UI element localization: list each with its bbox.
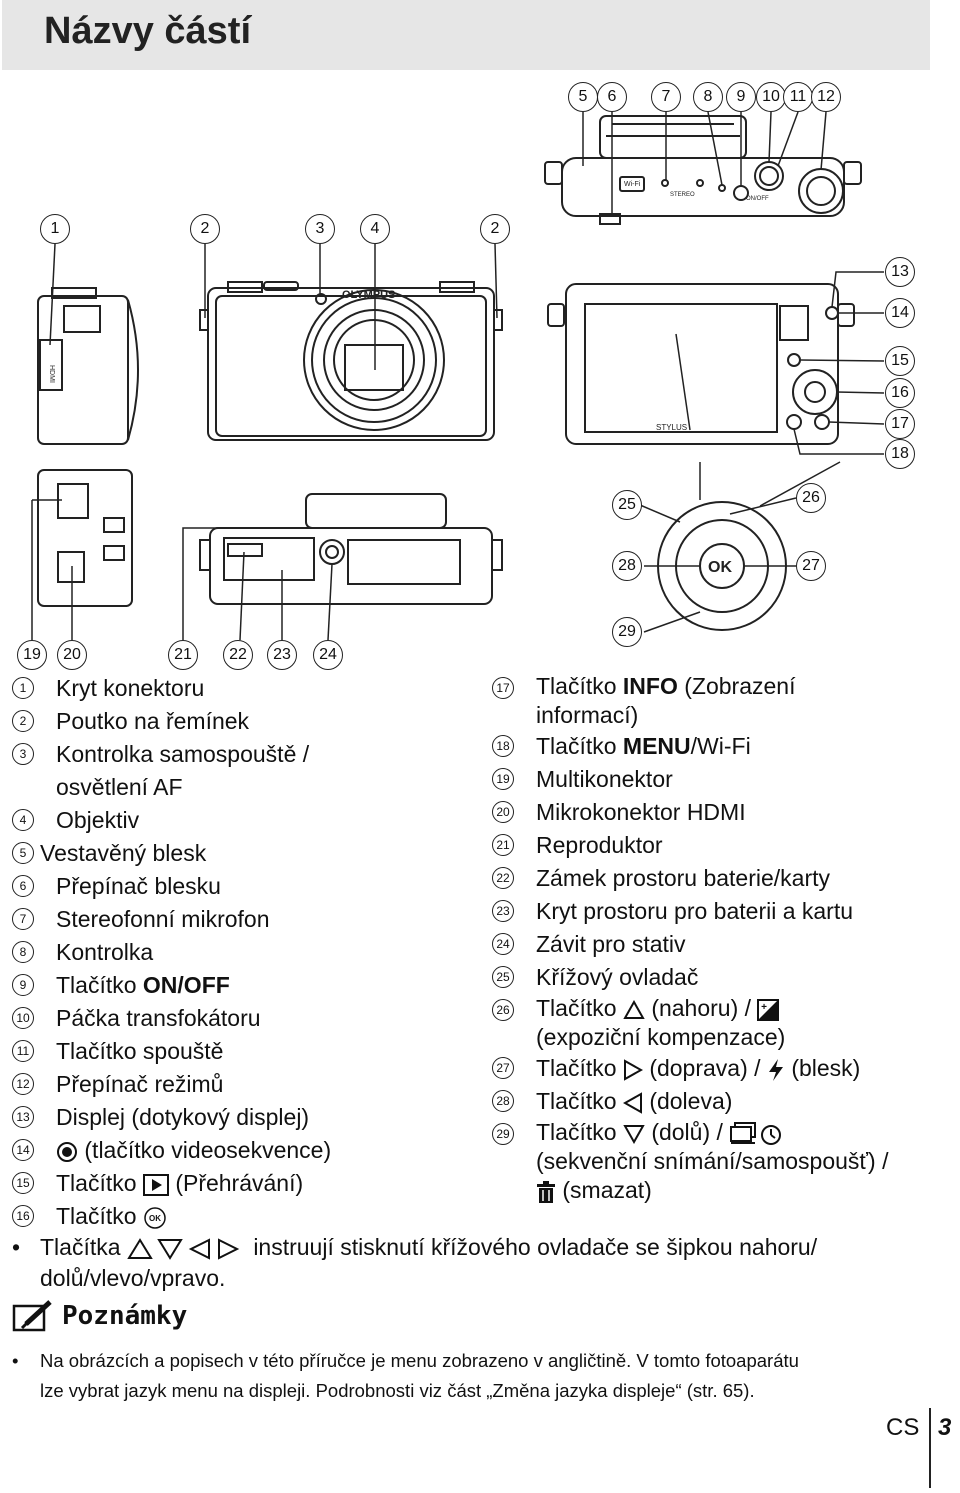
arrow-down-icon	[623, 1124, 645, 1144]
camera-back-view	[547, 283, 855, 445]
callout-number: 8	[693, 82, 723, 112]
hdmi-label: HDMI	[48, 365, 55, 383]
movie-record-icon	[57, 1141, 77, 1162]
callout-number: 20	[57, 640, 87, 670]
callout-number: 3	[305, 214, 335, 244]
callout-number: 9	[726, 82, 756, 112]
callout-number: 17	[885, 409, 915, 439]
callout-number: 2	[480, 214, 510, 244]
footer-language: CS	[886, 1414, 920, 1441]
callout-number: 22	[223, 640, 253, 670]
svg-text:+: +	[762, 1002, 768, 1013]
callout-number: 2	[190, 214, 220, 244]
callout-number: 13	[885, 257, 915, 287]
camera-front-view	[199, 281, 503, 441]
bullet-instruction: • Tlačítka instruují stisknutí křížového…	[12, 1234, 818, 1291]
callout-number: 23	[267, 640, 297, 670]
stereo-label: STEREO	[670, 192, 695, 198]
callout-number: 12	[811, 82, 841, 112]
title-bar	[2, 0, 930, 70]
list-item: 14 (tlačítko videosekvence)	[12, 1134, 482, 1167]
flash-icon	[768, 1058, 783, 1081]
playback-icon	[142, 1173, 169, 1196]
callout-number: 26	[796, 483, 826, 513]
callout-number: 19	[17, 640, 47, 670]
camera-bottom-view	[199, 493, 503, 605]
arrow-left-icon	[622, 1092, 642, 1114]
sequential-selftimer-icon	[730, 1121, 782, 1145]
callout-number: 10	[756, 82, 786, 112]
dpad-ok-label: OK	[708, 559, 732, 576]
callout-number: 24	[313, 640, 343, 670]
callout-number: 21	[168, 640, 198, 670]
pencil-note-icon	[12, 1300, 52, 1332]
callout-number: 16	[885, 378, 915, 408]
callout-number: 5	[568, 82, 598, 112]
callout-number: 1	[40, 214, 70, 244]
arrows-icon	[127, 1238, 240, 1260]
camera-side-view	[37, 287, 139, 445]
callout-number: 28	[612, 551, 642, 581]
trash-icon	[537, 1180, 555, 1203]
callout-number: 18	[885, 439, 915, 469]
callout-number: 4	[360, 214, 390, 244]
ok-button-icon: OK	[144, 1207, 166, 1229]
page-title: Názvy částí	[44, 10, 252, 52]
arrow-right-icon	[623, 1059, 643, 1081]
callout-number: 14	[885, 298, 915, 328]
page-number: 3	[938, 1414, 952, 1441]
notes-heading: Poznámky	[12, 1300, 187, 1332]
connector-closeup	[37, 469, 133, 607]
arrow-up-icon	[623, 999, 645, 1019]
svg-text:OK: OK	[149, 1214, 161, 1223]
exposure-compensation-icon: +	[757, 998, 780, 1021]
callout-number: 11	[783, 82, 813, 112]
note-text: • Na obrázcích a popisech v této příručc…	[12, 1350, 799, 1401]
callout-number: 7	[651, 82, 681, 112]
footer-divider	[929, 1408, 931, 1488]
camera-diagram: OLYMPUS STYLUS OK Wi-Fi STEREO ON/OFF HD…	[31, 111, 885, 641]
callout-number: 15	[885, 346, 915, 376]
onoff-label: ON/OFF	[746, 196, 769, 202]
callout-number: 29	[612, 617, 642, 647]
callout-number: 27	[796, 551, 826, 581]
model-label: STYLUS	[656, 423, 687, 432]
callout-number: 25	[612, 490, 642, 520]
wifi-label: Wi-Fi	[624, 181, 641, 188]
callout-number: 6	[597, 82, 627, 112]
brand-label: OLYMPUS	[342, 289, 395, 301]
camera-top-view	[544, 115, 862, 225]
